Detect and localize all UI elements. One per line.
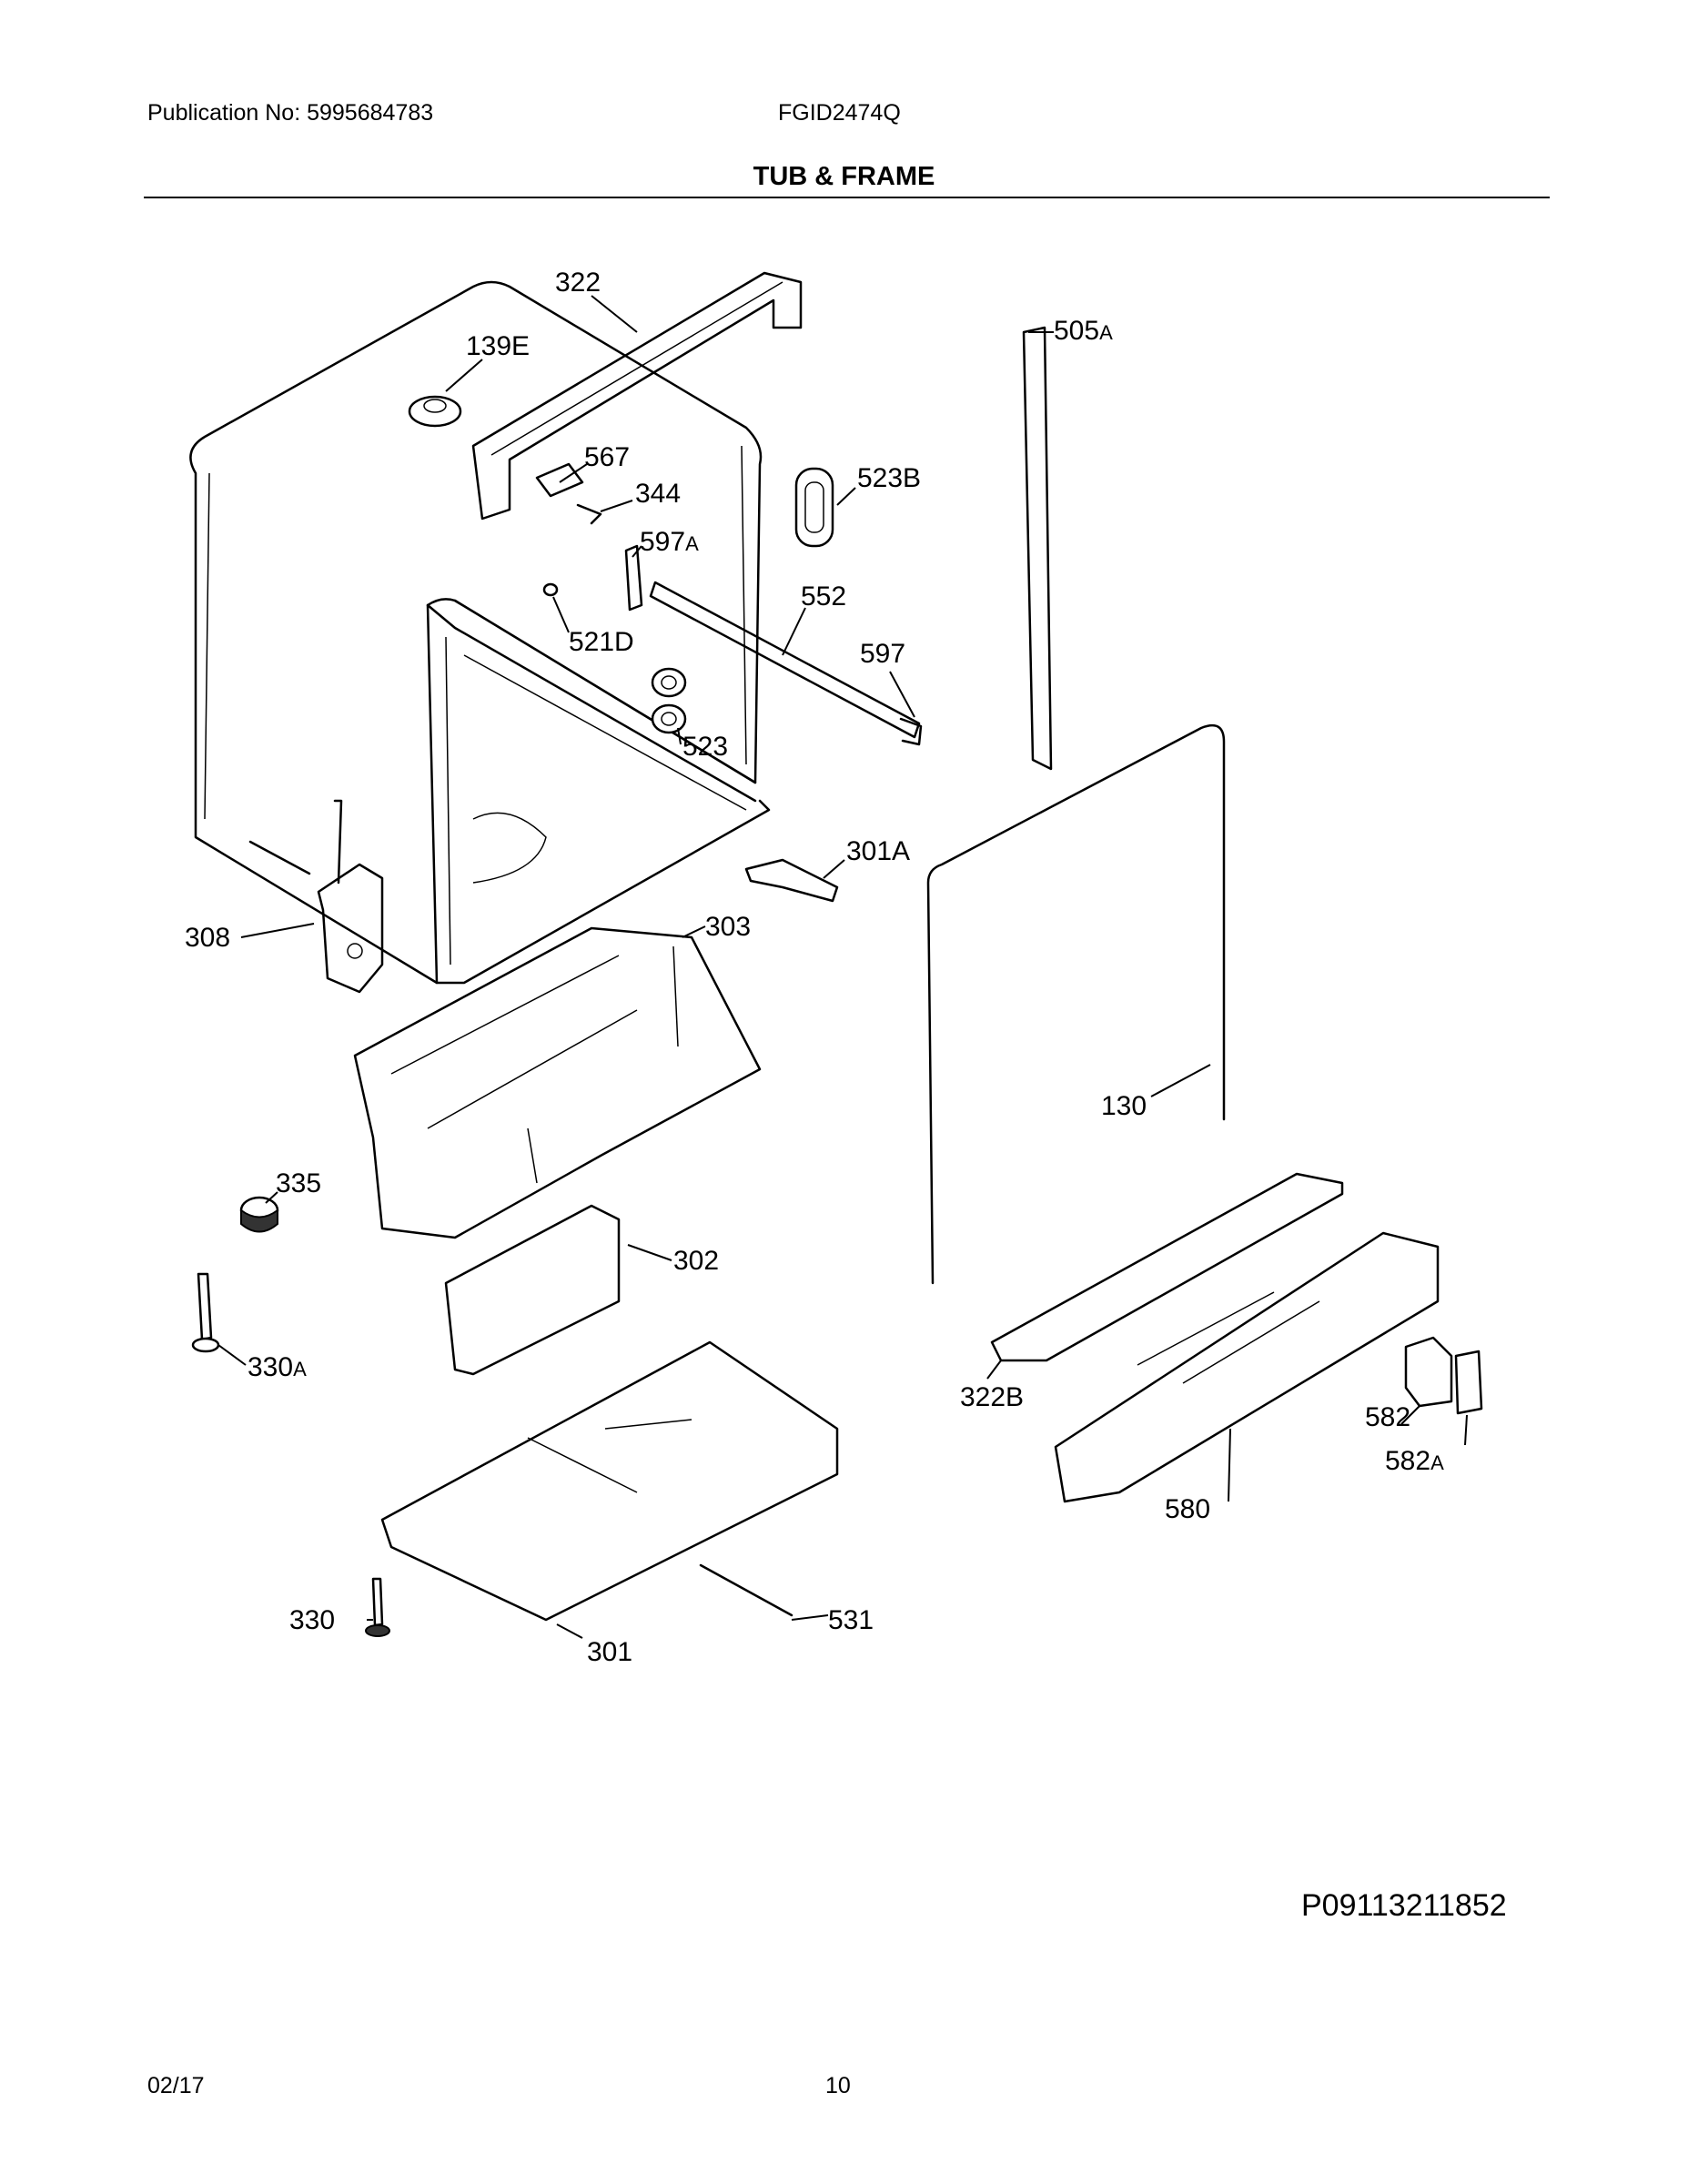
callout-330A: 330A bbox=[248, 1352, 307, 1382]
part-301A-drawing bbox=[744, 858, 839, 903]
part-322B-drawing bbox=[990, 1172, 1344, 1362]
callout-308: 308 bbox=[185, 923, 230, 953]
part-523-drawing bbox=[651, 667, 687, 734]
callout-505A: 505A bbox=[1054, 316, 1113, 346]
part-582-drawing bbox=[1404, 1336, 1453, 1408]
callout-330: 330 bbox=[289, 1605, 335, 1635]
page-title: TUB & FRAME bbox=[753, 162, 935, 191]
part-523B-drawing bbox=[794, 467, 834, 548]
model-number: FGID2474Q bbox=[778, 100, 901, 126]
callout-labels: 322 139E 567 344 597A 521D 552 597 523 5… bbox=[185, 268, 1444, 1667]
callout-580: 580 bbox=[1165, 1494, 1210, 1524]
image-code: P09113211852 bbox=[1301, 1888, 1507, 1923]
part-330-drawing bbox=[365, 1577, 390, 1637]
callout-582: 582 bbox=[1365, 1402, 1410, 1432]
leader-lines bbox=[217, 295, 1468, 1639]
part-531-drawing bbox=[699, 1563, 793, 1617]
callout-322B: 322B bbox=[960, 1382, 1024, 1412]
part-344-drawing bbox=[576, 503, 602, 525]
callout-523: 523 bbox=[682, 732, 728, 762]
publication-number: Publication No: 5995684783 bbox=[147, 100, 434, 126]
part-302-drawing bbox=[444, 1204, 621, 1376]
tub-drawing bbox=[189, 280, 771, 985]
part-580-drawing bbox=[1054, 1231, 1440, 1503]
callout-335: 335 bbox=[276, 1168, 321, 1198]
part-335-drawing bbox=[239, 1196, 279, 1233]
callout-139E: 139E bbox=[466, 331, 530, 361]
callout-597A: 597A bbox=[640, 527, 699, 557]
callout-523B: 523B bbox=[857, 463, 921, 493]
part-505A-drawing bbox=[1022, 326, 1053, 771]
header-rule bbox=[144, 197, 1550, 198]
part-322-drawing bbox=[471, 271, 803, 521]
footer-date: 02/17 bbox=[147, 2073, 205, 2098]
callout-344: 344 bbox=[635, 479, 681, 509]
part-567-drawing bbox=[535, 462, 584, 498]
part-308-drawing bbox=[248, 799, 384, 994]
part-597A-drawing bbox=[624, 544, 643, 612]
part-582A-drawing bbox=[1454, 1350, 1483, 1415]
part-130-drawing bbox=[926, 723, 1226, 1285]
callout-130: 130 bbox=[1101, 1091, 1147, 1121]
part-597-drawing bbox=[899, 717, 923, 746]
callout-531: 531 bbox=[828, 1605, 874, 1635]
part-552-drawing bbox=[649, 581, 921, 739]
part-301-drawing bbox=[380, 1340, 839, 1622]
part-303-drawing bbox=[353, 926, 762, 1239]
callout-322: 322 bbox=[555, 268, 601, 298]
footer-page-number: 10 bbox=[825, 2073, 851, 2098]
callout-301A: 301A bbox=[846, 836, 910, 866]
callout-552: 552 bbox=[801, 581, 846, 612]
callout-301: 301 bbox=[587, 1637, 632, 1667]
part-139E-drawing bbox=[408, 395, 462, 428]
callout-567: 567 bbox=[584, 442, 630, 472]
callout-582A: 582A bbox=[1385, 1446, 1444, 1476]
callout-521D: 521D bbox=[569, 627, 634, 657]
callout-597: 597 bbox=[860, 639, 905, 669]
part-521D-drawing bbox=[542, 582, 559, 597]
callout-302: 302 bbox=[673, 1246, 719, 1276]
callout-303: 303 bbox=[705, 912, 751, 942]
part-330A-drawing bbox=[191, 1272, 220, 1353]
